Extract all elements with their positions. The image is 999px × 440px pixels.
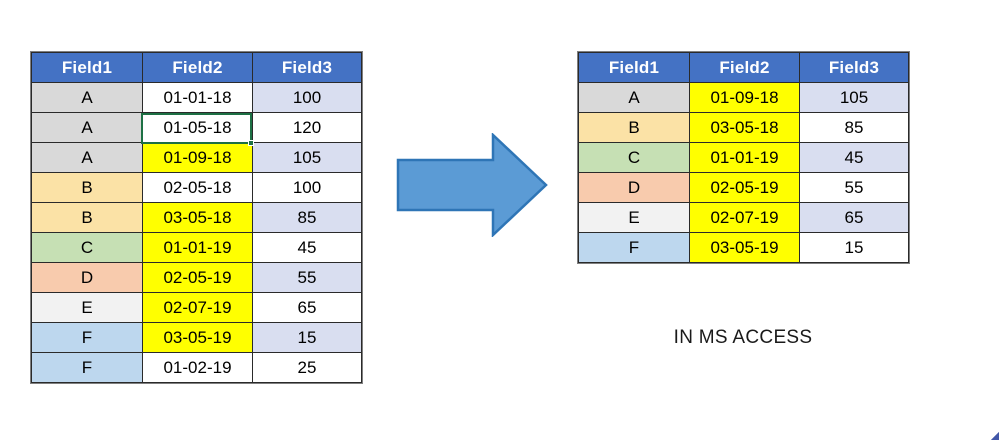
- cell-field2[interactable]: 03-05-18: [142, 202, 253, 233]
- cell-field3[interactable]: 45: [252, 232, 362, 263]
- cell-field2[interactable]: 03-05-18: [689, 112, 800, 143]
- table-header-row: Field1 Field2 Field3: [578, 52, 909, 83]
- cell-field3[interactable]: 100: [252, 172, 362, 203]
- cell-field3[interactable]: 85: [799, 112, 909, 143]
- cell-field3[interactable]: 85: [252, 202, 362, 233]
- cell-field2[interactable]: 03-05-19: [142, 322, 253, 353]
- cell-field1[interactable]: A: [31, 142, 143, 173]
- cell-field1[interactable]: F: [31, 322, 143, 353]
- cell-field2[interactable]: 01-02-19: [142, 352, 253, 383]
- cell-field2[interactable]: 01-09-18: [142, 142, 253, 173]
- cell-field1[interactable]: C: [31, 232, 143, 263]
- cell-field3[interactable]: 55: [252, 262, 362, 293]
- cell-field3[interactable]: 65: [252, 292, 362, 323]
- column-header-field2[interactable]: Field2: [689, 52, 800, 83]
- cell-field3[interactable]: 105: [799, 82, 909, 113]
- cell-field3[interactable]: 15: [799, 232, 909, 263]
- cell-field3[interactable]: 45: [799, 142, 909, 173]
- column-header-field1[interactable]: Field1: [31, 52, 143, 83]
- cell-field1[interactable]: D: [578, 172, 690, 203]
- cell-field1[interactable]: B: [31, 202, 143, 233]
- column-header-field1[interactable]: Field1: [578, 52, 690, 83]
- cell-field2[interactable]: 01-01-19: [689, 142, 800, 173]
- cell-field1[interactable]: A: [31, 82, 143, 113]
- cell-field1[interactable]: A: [578, 82, 690, 113]
- cell-field1[interactable]: B: [578, 112, 690, 143]
- cell-field2[interactable]: 02-05-19: [142, 262, 253, 293]
- cell-field2[interactable]: 01-01-19: [142, 232, 253, 263]
- cell-field1[interactable]: B: [31, 172, 143, 203]
- cell-field2[interactable]: 01-01-18: [142, 82, 253, 113]
- column-header-field3[interactable]: Field3: [799, 52, 909, 83]
- cell-field1[interactable]: C: [578, 142, 690, 173]
- cell-field3[interactable]: 100: [252, 82, 362, 113]
- cell-field2[interactable]: 03-05-19: [689, 232, 800, 263]
- cell-field1[interactable]: F: [578, 232, 690, 263]
- cell-field1[interactable]: E: [31, 292, 143, 323]
- cell-field2[interactable]: 02-05-18: [142, 172, 253, 203]
- cell-field2[interactable]: 02-07-19: [142, 292, 253, 323]
- right-arrow-icon: [396, 132, 548, 238]
- cell-field2[interactable]: 01-09-18: [689, 82, 800, 113]
- cell-field2[interactable]: 01-05-18: [142, 112, 253, 143]
- cell-field2[interactable]: 02-05-19: [689, 172, 800, 203]
- cell-field3[interactable]: 120: [252, 112, 362, 143]
- cell-field1[interactable]: D: [31, 262, 143, 293]
- cell-field3[interactable]: 55: [799, 172, 909, 203]
- cell-field1[interactable]: F: [31, 352, 143, 383]
- cell-field2[interactable]: 02-07-19: [689, 202, 800, 233]
- cell-field3[interactable]: 15: [252, 322, 362, 353]
- cell-field3[interactable]: 25: [252, 352, 362, 383]
- cell-field3[interactable]: 105: [252, 142, 362, 173]
- table-header-row: Field1 Field2 Field3: [31, 52, 362, 83]
- cell-field1[interactable]: E: [578, 202, 690, 233]
- column-header-field2[interactable]: Field2: [142, 52, 253, 83]
- cell-field1[interactable]: A: [31, 112, 143, 143]
- column-header-field3[interactable]: Field3: [252, 52, 362, 83]
- caption-label: IN MS ACCESS: [673, 327, 813, 348]
- cell-field3[interactable]: 65: [799, 202, 909, 233]
